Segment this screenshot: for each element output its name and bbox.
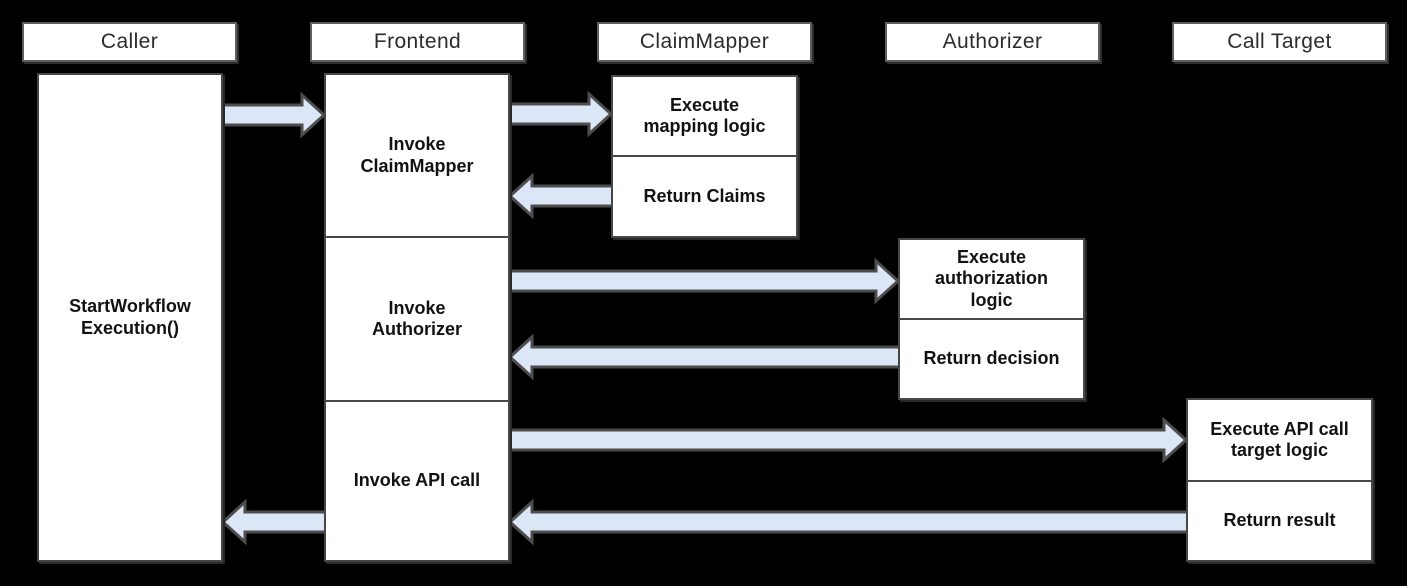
actor-header-caller-label: Caller	[100, 30, 159, 53]
arrow-frontend-to-authorizer	[506, 257, 901, 305]
actor-header-authorizer-label: Authorizer	[942, 30, 1043, 53]
step-execute-authorization-logic: Execute authorization logic	[935, 247, 1048, 310]
actor-header-authorizer: Authorizer	[885, 22, 1100, 62]
arrow-frontend-to-caller	[220, 498, 328, 546]
activation-claimmapper: Execute mapping logic Return Claims	[611, 75, 798, 238]
step-execute-mapping-logic: Execute mapping logic	[643, 94, 766, 136]
arrow-frontend-to-claimmapper	[506, 90, 614, 138]
arrow-authorizer-to-frontend	[507, 333, 902, 381]
step-return-decision: Return decision	[900, 318, 1083, 398]
step-invoke-authorizer: Invoke Authorizer	[326, 236, 508, 400]
actor-header-call-target-label: Call Target	[1227, 30, 1332, 53]
step-invoke-api-call: Invoke API call	[326, 400, 508, 560]
step-return-claims: Return Claims	[613, 155, 796, 236]
arrow-claimmapper-to-frontend	[507, 172, 615, 220]
actor-header-claimmapper: ClaimMapper	[597, 22, 812, 62]
activation-authorizer: Execute authorization logic Return decis…	[898, 238, 1085, 400]
activation-caller: StartWorkflow Execution()	[37, 73, 223, 562]
arrow-frontend-to-calltarget	[506, 416, 1189, 464]
actor-header-frontend-label: Frontend	[373, 30, 462, 53]
actor-header-claimmapper-label: ClaimMapper	[639, 30, 770, 53]
step-start-workflow-execution: StartWorkflow Execution()	[69, 296, 191, 338]
arrow-caller-to-frontend	[219, 91, 327, 139]
step-execute-api-call-target-logic: Execute API call target logic	[1210, 418, 1349, 460]
arrow-calltarget-to-frontend	[507, 498, 1190, 546]
activation-frontend: Invoke ClaimMapper Invoke Authorizer Inv…	[324, 73, 510, 562]
activation-call-target: Execute API call target logic Return res…	[1186, 398, 1373, 562]
actor-header-frontend: Frontend	[310, 22, 525, 62]
step-return-result: Return result	[1188, 480, 1371, 560]
actor-header-call-target: Call Target	[1172, 22, 1387, 62]
step-invoke-claimmapper: Invoke ClaimMapper	[360, 134, 474, 176]
actor-header-caller: Caller	[22, 22, 237, 62]
